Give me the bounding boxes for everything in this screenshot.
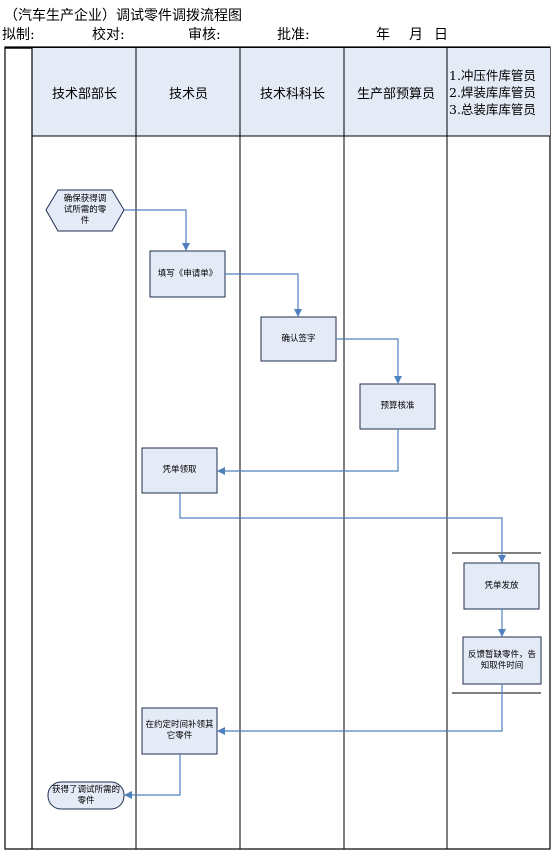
connector-collect-to-end: [124, 754, 181, 799]
collect-rest-label: 在约定时间补领其它零件: [145, 720, 214, 741]
budget-check-box: [359, 383, 436, 430]
voucher-pickup-label: 凭单领取: [162, 465, 197, 475]
lane-header-budget-officer: 生产部预算员: [356, 86, 435, 102]
lane-header-technician: 技术员: [168, 86, 208, 102]
warehouse-keeper-line-3: 3.总装库库管员: [449, 101, 536, 117]
approve-label: 批准:: [277, 27, 310, 43]
day-label: 日: [434, 27, 448, 43]
review-label: 审核:: [188, 27, 221, 43]
voucher-issue-box: [463, 562, 540, 610]
lane-header-warehouse-keepers: 1.冲压件库管员 2.焊装库库管员 3.总装库库管员: [449, 48, 549, 136]
warehouse-keeper-line-2: 2.焊装库库管员: [449, 84, 536, 100]
connector-feedback-to-collect: [217, 684, 503, 735]
confirm-sign-label: 确认签字: [281, 333, 316, 344]
connector-pickup-to-issue: [179, 493, 506, 563]
drafted-label: 拟制:: [2, 27, 35, 43]
fill-form-box: [149, 250, 226, 298]
outer-frame: [4, 46, 551, 850]
start-hexagon: [45, 189, 125, 232]
connector-budget-to-pickup: [217, 429, 399, 475]
lane-header-section-chief: 技术科科长: [259, 86, 325, 102]
start-node-label: 确保获得调试所需的零件: [63, 194, 107, 226]
end-node-label: 获得了调试所需的零件: [51, 784, 120, 806]
connector-confirm-to-budget: [336, 338, 402, 384]
warehouse-keeper-line-1: 1.冲压件库管员: [449, 67, 536, 83]
budget-check-label: 预算核准: [380, 401, 415, 411]
proofread-label: 校对:: [92, 27, 125, 43]
feedback-label: 反馈暂缺零件，告知取件时间: [467, 649, 536, 671]
header-band: [32, 48, 550, 136]
month-label: 月: [409, 27, 423, 43]
connector-start-to-fill-form: [124, 209, 190, 251]
voucher-issue-label: 凭单发放: [484, 580, 519, 591]
confirm-sign-box: [260, 316, 337, 362]
year-label: 年: [376, 27, 390, 43]
fill-form-label: 填写《申请单》: [157, 268, 218, 279]
lane-header-dept-head: 技术部部长: [51, 86, 117, 102]
connector-fill-form-to-confirm: [225, 273, 302, 317]
diagram-title: （汽车生产企业）调试零件调拨流程图: [4, 8, 242, 24]
collect-rest-box: [141, 707, 218, 755]
